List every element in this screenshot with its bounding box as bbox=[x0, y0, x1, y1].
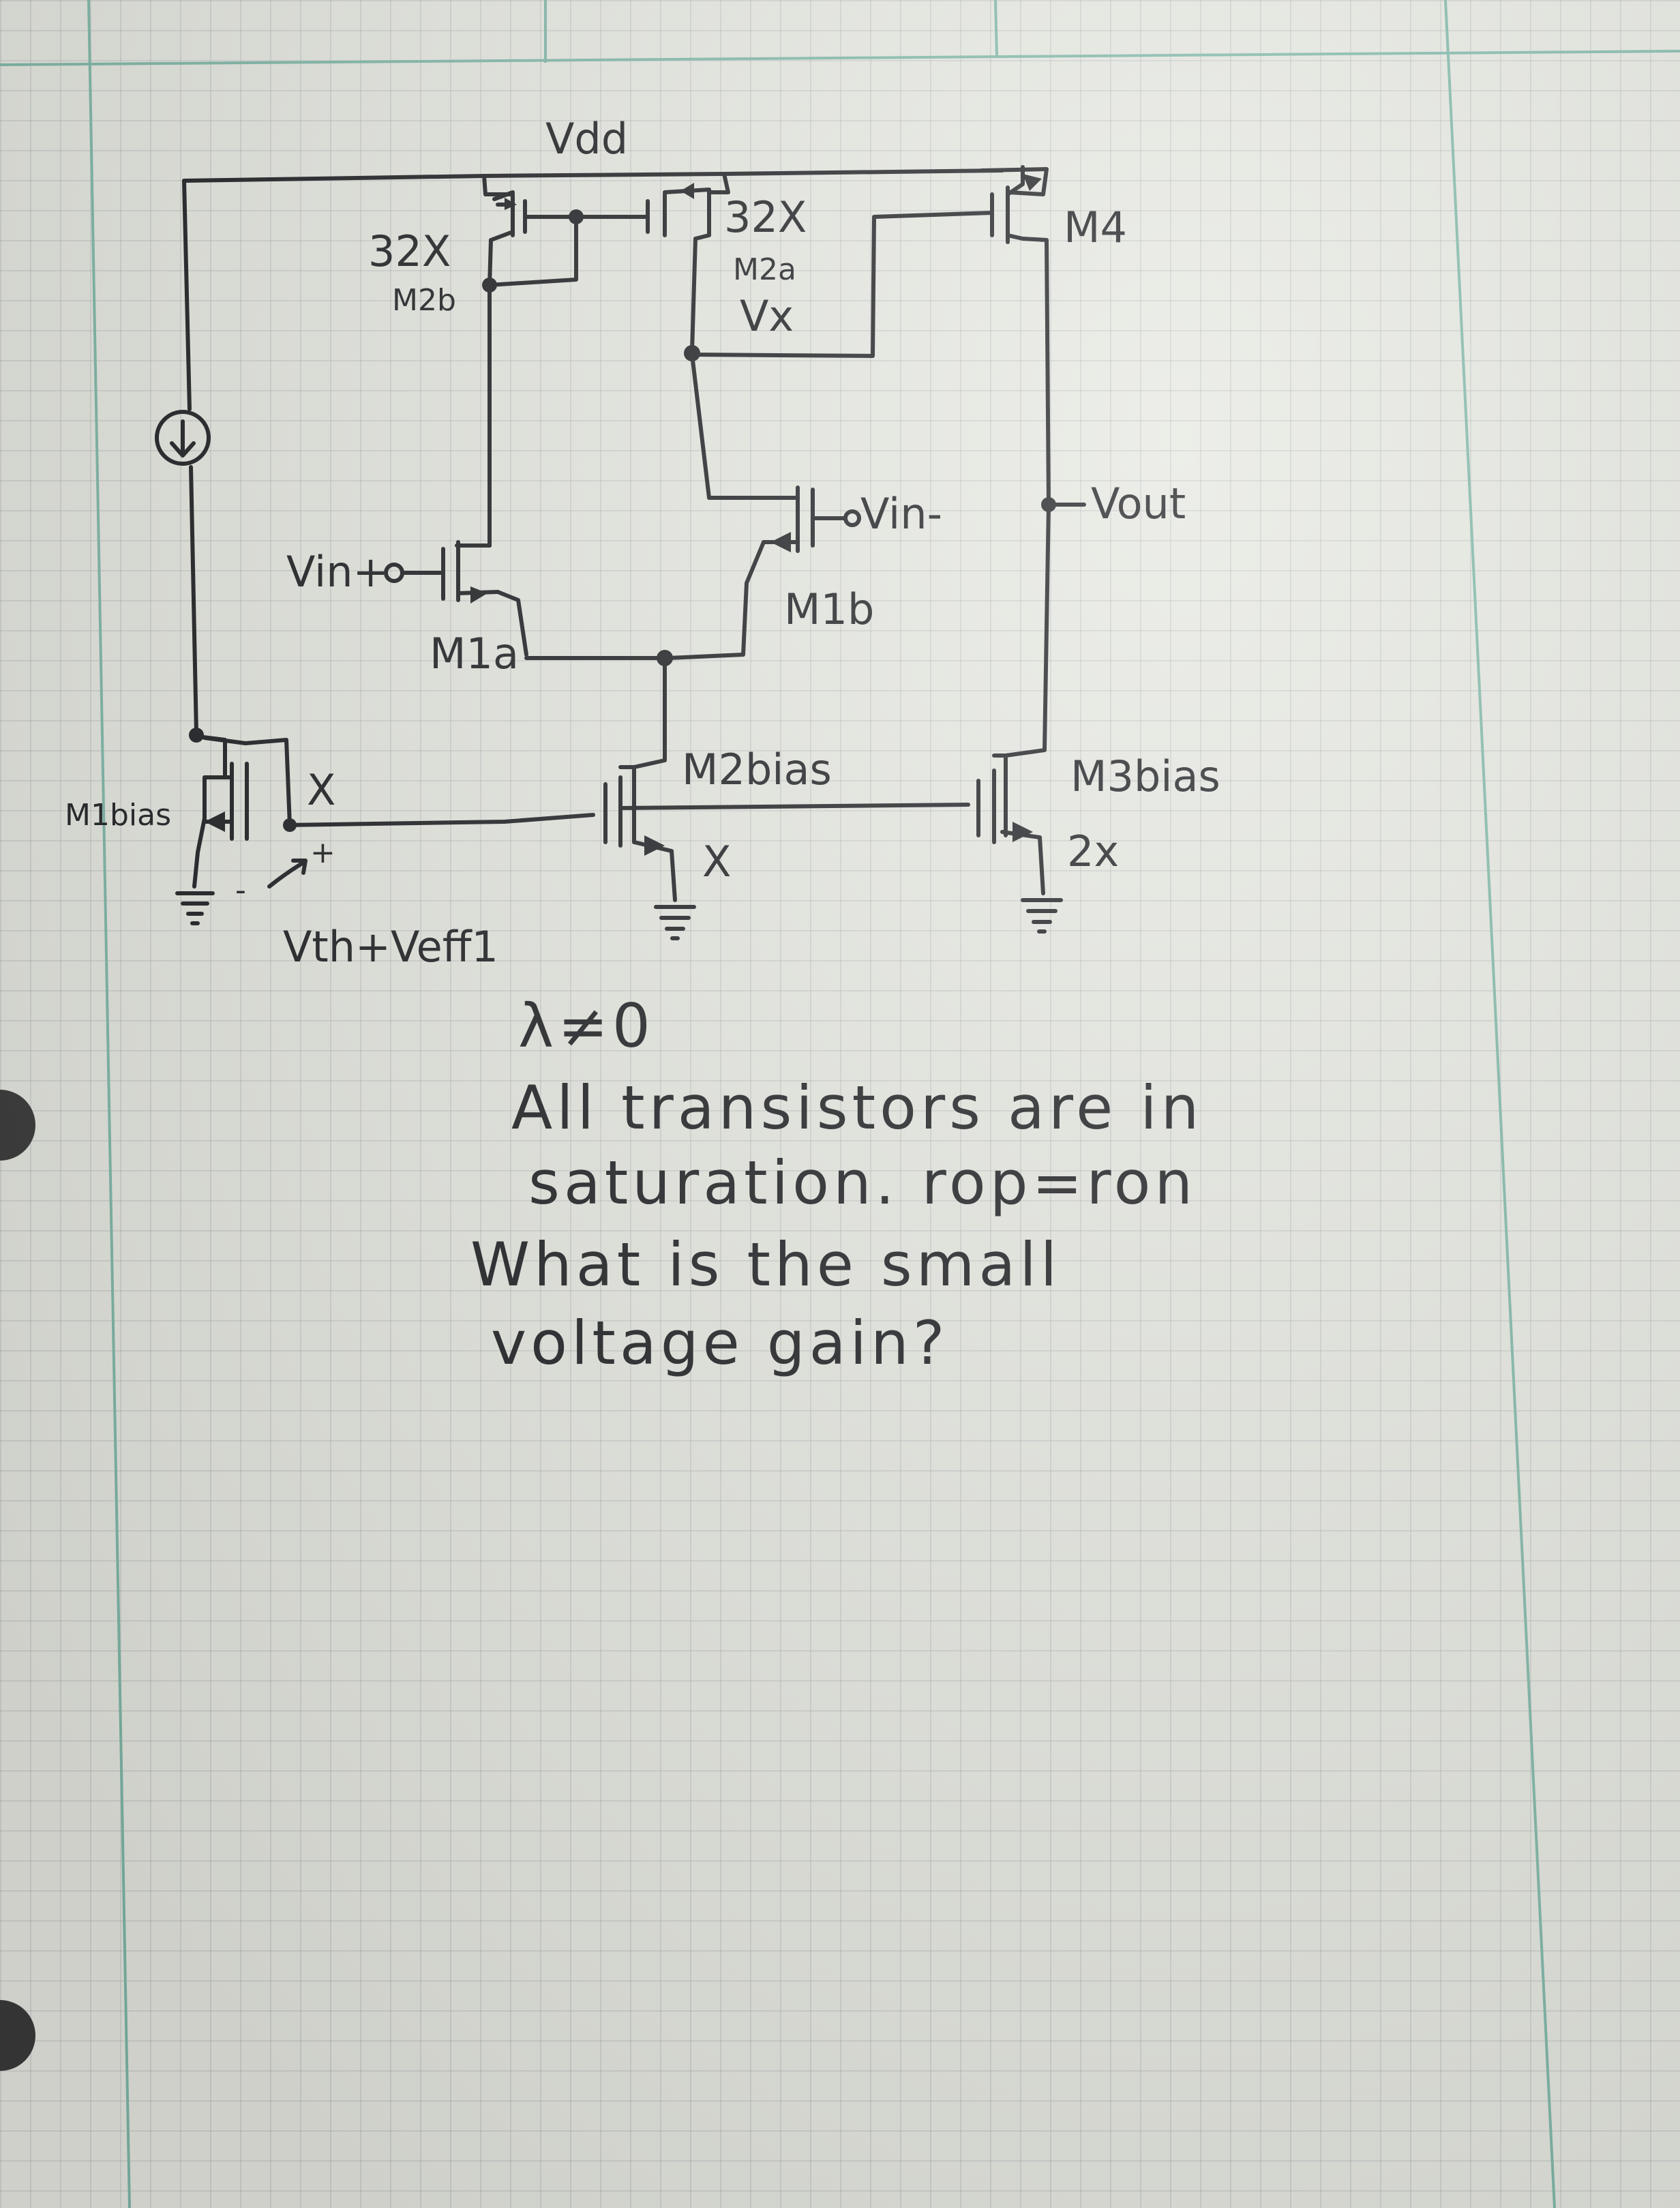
vx-label: Vx bbox=[740, 291, 794, 341]
m1bias-size-label: X bbox=[307, 765, 335, 815]
vgs-bias-label: Vth+Veff1 bbox=[283, 922, 498, 972]
note-line-2: All transistors are in bbox=[511, 1073, 1203, 1143]
m2bias-label: M2bias bbox=[682, 745, 832, 794]
transistor-m2a bbox=[646, 183, 711, 237]
plus-sign: + bbox=[310, 835, 335, 870]
m2bias-size-label: X bbox=[702, 837, 731, 886]
note-line-3: saturation. rop=ron bbox=[528, 1148, 1197, 1218]
current-source bbox=[155, 410, 211, 466]
vin-plus-label: Vin+ bbox=[286, 547, 389, 597]
transistor-m2b bbox=[492, 190, 527, 237]
ground-symbols bbox=[175, 891, 1063, 940]
vout-label: Vout bbox=[1091, 479, 1186, 528]
binder-hole bbox=[0, 2000, 35, 2071]
m2b-label: M2b bbox=[392, 283, 456, 318]
m2a-size-label: 32X bbox=[724, 192, 807, 242]
vgs-arrow bbox=[267, 859, 308, 889]
m1a-label: M1a bbox=[430, 629, 519, 678]
note-lambda: λ≠0 bbox=[518, 991, 655, 1061]
binder-hole bbox=[0, 1090, 35, 1161]
vin-minus-label: Vin- bbox=[860, 489, 942, 539]
wires bbox=[182, 168, 1051, 902]
m2b-size-label: 32X bbox=[368, 226, 451, 276]
transistor-m1bias bbox=[202, 762, 249, 841]
note-line-5: voltage gain? bbox=[491, 1308, 948, 1378]
vdd-label: Vdd bbox=[545, 114, 628, 164]
transistor-m4 bbox=[980, 165, 1049, 244]
m1bias-label: M1bias bbox=[65, 798, 171, 833]
m3bias-size-label: 2x bbox=[1067, 826, 1119, 876]
m4-label: M4 bbox=[1064, 203, 1127, 252]
transistor-m1a bbox=[384, 540, 500, 603]
note-line-4: What is the small bbox=[470, 1229, 1061, 1300]
m1b-label: M1b bbox=[784, 584, 874, 634]
transistor-m3bias bbox=[976, 754, 1033, 844]
m2a-label: M2a bbox=[733, 252, 796, 287]
transistor-m2bias bbox=[603, 765, 665, 856]
transistor-m1b bbox=[762, 486, 861, 553]
m3bias-label: M3bias bbox=[1070, 751, 1220, 801]
minus-sign: - bbox=[235, 873, 246, 908]
